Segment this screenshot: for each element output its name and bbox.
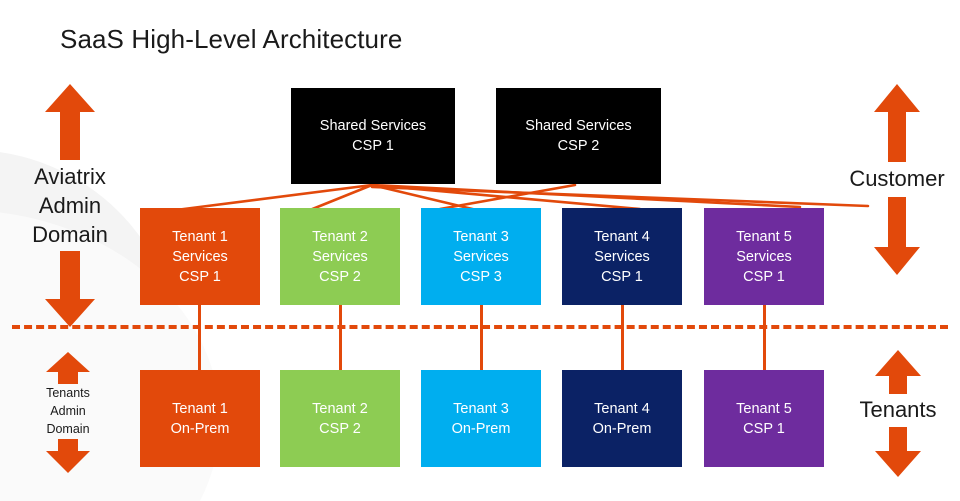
tenant-4-services-line1: Tenant 4 bbox=[594, 228, 650, 245]
arrow-down-icon bbox=[875, 426, 921, 477]
arrow-down-icon bbox=[46, 439, 90, 474]
arrow-up-icon bbox=[45, 84, 95, 160]
arrow-down-icon bbox=[874, 196, 920, 275]
tenant-3-services-line1: Tenant 3 bbox=[453, 228, 509, 245]
aviatrix-admin-domain-label: Aviatrix Admin Domain bbox=[32, 162, 108, 249]
connector-tenant-2 bbox=[339, 305, 342, 371]
link-csp1-to-tenant5 bbox=[370, 183, 802, 209]
tenant-4-site-box[interactable]: Tenant 4 On-Prem bbox=[562, 370, 682, 467]
tenant-2-site-line1: Tenant 2 bbox=[312, 400, 368, 417]
aviatrix-admin-domain-line1: Aviatrix bbox=[34, 164, 106, 189]
tenant-5-site-box[interactable]: Tenant 5 CSP 1 bbox=[704, 370, 824, 467]
link-csp1-to-tenant1 bbox=[174, 183, 374, 212]
tenant-5-services-line2: Services bbox=[736, 248, 792, 265]
arrow-up-icon bbox=[46, 352, 90, 384]
admin-domain-divider bbox=[12, 325, 948, 329]
tenants-line1: Tenants bbox=[859, 397, 937, 422]
tenant-3-site-line2: On-Prem bbox=[451, 420, 511, 437]
shared-services-csp-2-box[interactable]: Shared Services CSP 2 bbox=[496, 88, 661, 184]
tenant-1-site-line2: On-Prem bbox=[170, 420, 230, 437]
link-csp1-to-tenant4 bbox=[370, 183, 642, 211]
tenant-4-services-line2: Services bbox=[594, 248, 650, 265]
tenant-3-services-line2: Services bbox=[453, 248, 509, 265]
shared-services-csp-2-line1: Shared Services bbox=[525, 118, 632, 134]
aviatrix-admin-domain-line2: Admin bbox=[38, 193, 102, 219]
tenant-2-services-box[interactable]: Tenant 2 Services CSP 2 bbox=[280, 208, 400, 305]
tenant-3-services-line3: CSP 3 bbox=[460, 268, 502, 285]
connector-tenant-5 bbox=[763, 305, 766, 371]
arrow-up-icon bbox=[874, 84, 920, 162]
tenant-2-services-line3: CSP 2 bbox=[319, 268, 361, 285]
tenant-2-services-line1: Tenant 2 bbox=[312, 228, 368, 245]
shared-services-csp-1-box[interactable]: Shared Services CSP 1 bbox=[291, 88, 455, 184]
tenant-1-site-line1: Tenant 1 bbox=[172, 400, 228, 417]
tenant-2-site-line2: CSP 2 bbox=[319, 420, 361, 437]
tenant-4-services-box[interactable]: Tenant 4 Services CSP 1 bbox=[562, 208, 682, 305]
tenant-5-services-line1: Tenant 5 bbox=[736, 228, 792, 245]
aviatrix-admin-domain-group: Aviatrix Admin Domain bbox=[8, 82, 132, 329]
tenant-5-site-line1: Tenant 5 bbox=[736, 400, 792, 417]
tenant-4-site-line2: On-Prem bbox=[592, 420, 652, 437]
customer-label: Customer bbox=[849, 165, 944, 194]
tenants-admin-domain-line2: Admin bbox=[50, 403, 86, 418]
tenant-1-services-line3: CSP 1 bbox=[179, 268, 221, 285]
tenants-admin-domain-group: Tenants Admin Domain bbox=[12, 350, 124, 475]
tenant-3-services-box[interactable]: Tenant 3 Services CSP 3 bbox=[421, 208, 541, 305]
tenant-1-services-box[interactable]: Tenant 1 Services CSP 1 bbox=[140, 208, 260, 305]
tenant-4-site-line1: Tenant 4 bbox=[594, 400, 650, 417]
customer-line1: Customer bbox=[849, 166, 945, 191]
tenants-admin-domain-line1: Tenants bbox=[46, 386, 90, 400]
tenants-admin-domain-label: Tenants Admin Domain bbox=[46, 385, 90, 438]
tenant-1-site-box[interactable]: Tenant 1 On-Prem bbox=[140, 370, 260, 467]
tenant-4-services-line3: CSP 1 bbox=[601, 268, 643, 285]
page-title: SaaS High-Level Architecture bbox=[60, 24, 403, 54]
tenant-2-services-line2: Services bbox=[312, 248, 368, 265]
tenants-group: Tenants bbox=[842, 348, 954, 479]
tenant-5-services-box[interactable]: Tenant 5 Services CSP 1 bbox=[704, 208, 824, 305]
aviatrix-admin-domain-line3: Domain bbox=[32, 222, 108, 248]
shared-services-csp-1-line2: CSP 1 bbox=[352, 138, 394, 154]
tenant-3-site-box[interactable]: Tenant 3 On-Prem bbox=[421, 370, 541, 467]
connector-tenant-1 bbox=[198, 305, 201, 371]
link-csp2-to-tenant3 bbox=[438, 183, 577, 211]
connector-tenant-3 bbox=[480, 305, 483, 371]
link-csp1-to-tenant5-alt bbox=[370, 185, 870, 208]
tenant-2-site-box[interactable]: Tenant 2 CSP 2 bbox=[280, 370, 400, 467]
shared-services-csp-1-line1: Shared Services bbox=[319, 118, 427, 134]
tenant-5-site-line2: CSP 1 bbox=[743, 420, 785, 437]
tenant-1-services-line2: Services bbox=[172, 248, 228, 265]
tenant-3-site-line1: Tenant 3 bbox=[453, 400, 509, 417]
tenants-label: Tenants bbox=[859, 396, 936, 425]
arrow-up-icon bbox=[875, 350, 921, 394]
tenant-1-services-line1: Tenant 1 bbox=[172, 228, 228, 245]
customer-group: Customer bbox=[838, 82, 956, 277]
tenants-admin-domain-line3: Domain bbox=[46, 421, 90, 436]
tenant-5-services-line3: CSP 1 bbox=[743, 268, 785, 285]
arrow-down-icon bbox=[45, 251, 95, 328]
shared-services-csp-2-line2: CSP 2 bbox=[557, 138, 600, 154]
connector-tenant-4 bbox=[621, 305, 624, 371]
